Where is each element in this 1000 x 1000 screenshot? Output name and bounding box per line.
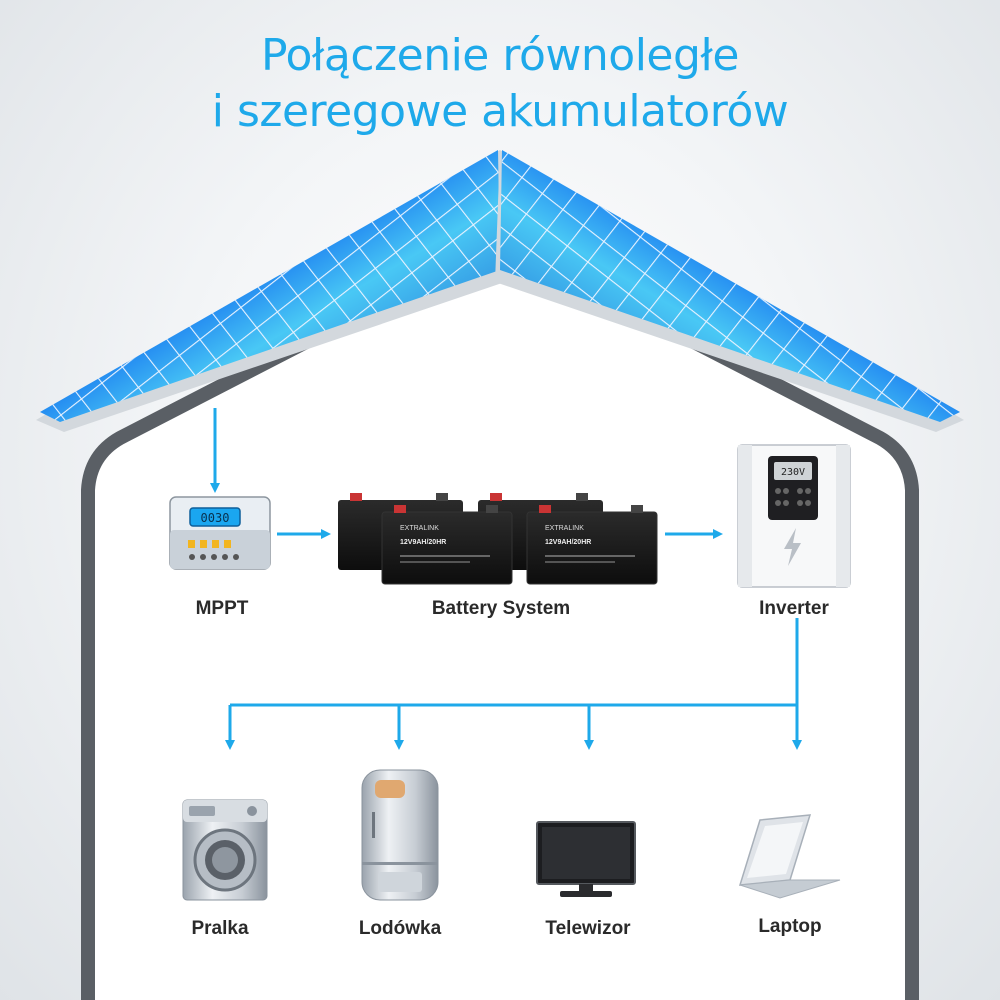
battery-system-label: Battery System [431,598,571,619]
appliance-label-telewizor: Telewizor [545,918,631,939]
inverter-display: 230V [781,467,805,478]
battery-brand: EXTRALINK [400,525,439,532]
solar-panel-left [36,150,505,432]
page-title: Połączenie równoległe i szeregowe akumul… [0,28,1000,140]
title-line-2: i szeregowe akumulatorów [211,86,789,137]
appliance-label-pralka: Pralka [191,918,249,939]
appliance-label-laptop: Laptop [758,916,822,937]
lightning-icon [784,528,801,566]
battery-model: 12V9AH/20HR [400,539,446,546]
mppt-device: 0030 [169,496,271,570]
laptop-icon [738,814,841,899]
fridge-icon [361,769,439,901]
battery-brand-2: EXTRALINK [545,525,584,532]
battery-model-2: 12V9AH/20HR [545,539,591,546]
battery-front-right: EXTRALINK 12V9AH/20HR [526,505,658,585]
mppt-display: 0030 [201,511,230,525]
washing-machine-icon [182,799,268,901]
inverter-device: 230V [737,444,851,588]
appliance-label-lodowka: Lodówka [358,918,442,939]
solar-panel-right [495,150,964,432]
battery-front-left: EXTRALINK 12V9AH/20HR [381,505,513,585]
tv-icon [536,821,636,897]
distribution-lines [225,618,802,750]
battery-system: EXTRALINK 12V9AH/20HR EXTRALINK 12V9AH/2… [338,493,658,585]
inverter-label: Inverter [759,598,829,619]
mppt-label: MPPT [195,598,249,619]
title-line-1: Połączenie równoległe [260,30,740,81]
